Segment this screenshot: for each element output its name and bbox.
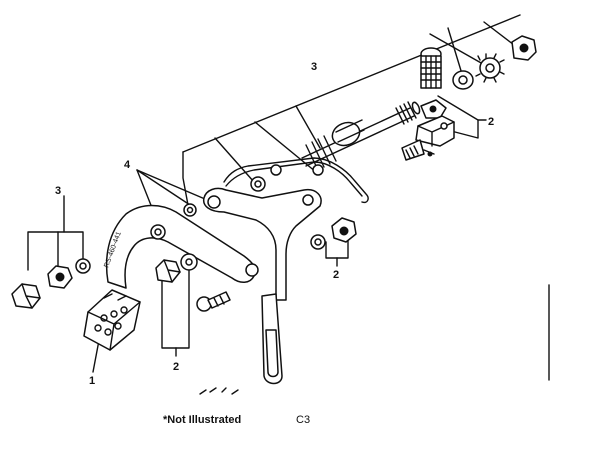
foot-pad <box>83 289 141 351</box>
left-hardware <box>11 258 91 309</box>
top-right-hardware <box>452 35 537 90</box>
callout-left-hardware: 3 <box>55 185 61 197</box>
top-bolt <box>420 47 442 89</box>
right-hardware <box>310 217 357 250</box>
figure-code: C3 <box>296 414 311 426</box>
clamp-assembly <box>401 99 455 161</box>
callout-lower-nut: 2 <box>173 361 179 373</box>
flecks <box>199 387 239 395</box>
callout-bracket-assembly: 4 <box>124 159 131 171</box>
upper-bracket <box>183 176 322 301</box>
callout-right-nut: 2 <box>333 269 339 281</box>
callouts: 3 3 4 2 2 2 1 <box>55 61 494 387</box>
threaded-screw <box>301 101 421 171</box>
callout-screw-assembly: 3 <box>311 61 317 73</box>
slotted-link <box>261 293 283 385</box>
not-illustrated-note: *Not Illustrated <box>163 414 242 426</box>
callout-foot: 1 <box>89 375 95 387</box>
callout-clamp-screw: 2 <box>488 116 494 128</box>
curved-arm: RS-460-441 <box>103 204 259 289</box>
lower-hardware <box>155 253 231 312</box>
leader-lines <box>27 14 550 381</box>
spring-wire <box>223 157 369 204</box>
